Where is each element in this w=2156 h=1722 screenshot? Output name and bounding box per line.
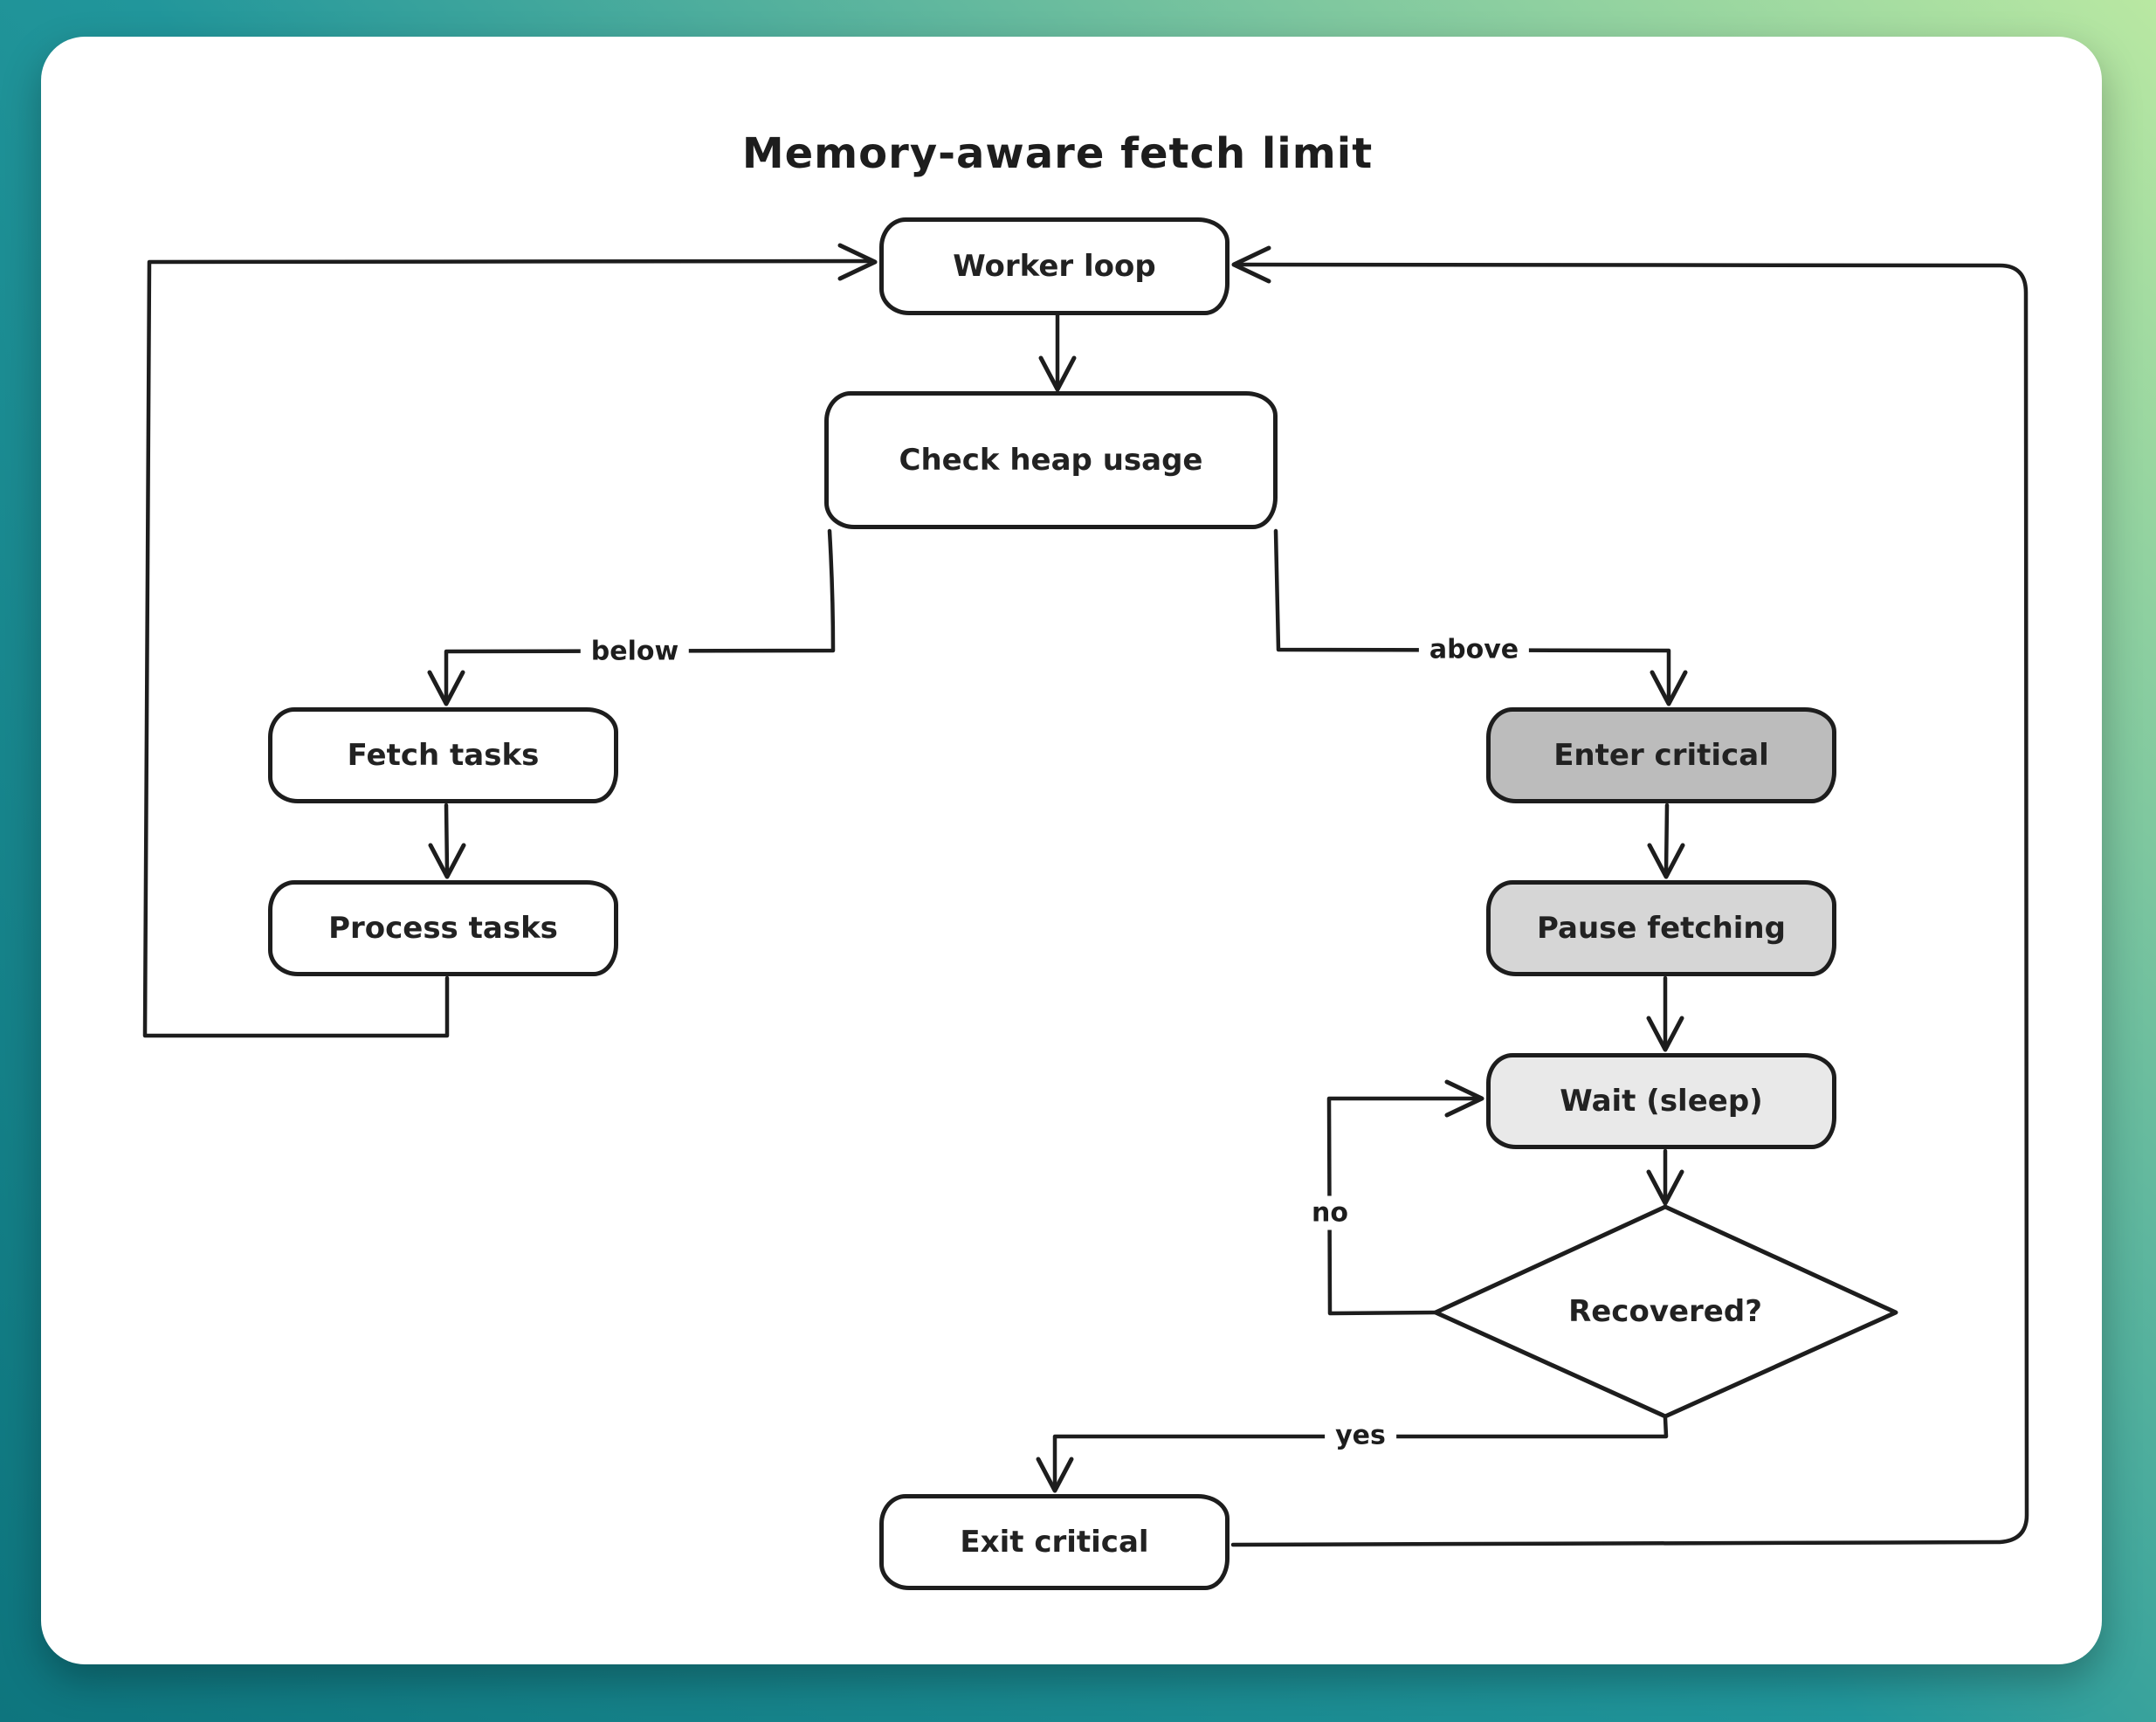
arrowhead-enter-to-pause	[1647, 843, 1685, 879]
arrowhead-yes-to-exit	[1036, 1457, 1074, 1493]
node-fetch-tasks: Fetch tasks	[268, 707, 618, 803]
node-pause-fetching: Pause fetching	[1486, 880, 1836, 976]
arrowhead-above-to-enter	[1650, 670, 1688, 706]
edge-process-loop-to-worker	[142, 258, 871, 1038]
edge-check-to-fetch-below	[444, 528, 836, 701]
edge-check-to-enter-above	[1273, 528, 1671, 701]
arrowhead-below-to-fetch	[427, 670, 465, 706]
node-exit-critical: Exit critical	[879, 1494, 1230, 1590]
arrowhead-fetch-to-process	[428, 843, 466, 879]
arrowheads	[427, 243, 1688, 1493]
edge-fetch-to-process	[444, 802, 450, 874]
arrowhead-worker-to-check	[1038, 355, 1077, 392]
edge-label-above: above	[1418, 632, 1530, 667]
edge-enter-to-pause	[1663, 802, 1670, 874]
node-check-heap-usage: Check heap usage	[824, 391, 1278, 529]
node-process-tasks: Process tasks	[268, 880, 618, 976]
edge-exit-return-to-worker	[1230, 262, 2029, 1547]
node-recovered-shape	[1433, 1204, 1898, 1419]
node-worker-loop: Worker loop	[879, 217, 1230, 315]
diagram-title: Memory-aware fetch limit	[741, 129, 1374, 178]
edge-label-below: below	[580, 634, 690, 669]
arrowhead-pause-to-wait	[1646, 1016, 1684, 1052]
arrowhead-no-to-wait	[1444, 1079, 1484, 1118]
node-enter-critical: Enter critical	[1486, 707, 1836, 803]
node-recovered-label: Recovered?	[1568, 1294, 1762, 1329]
edge-label-no: no	[1301, 1195, 1359, 1230]
arrowhead-return-to-worker-right	[1231, 245, 1271, 284]
node-wait-sleep: Wait (sleep)	[1486, 1053, 1836, 1149]
arrowhead-wait-to-recovered	[1646, 1169, 1684, 1206]
edge-label-yes: yes	[1325, 1418, 1396, 1453]
arrowhead-loop-to-worker-left	[837, 243, 878, 281]
